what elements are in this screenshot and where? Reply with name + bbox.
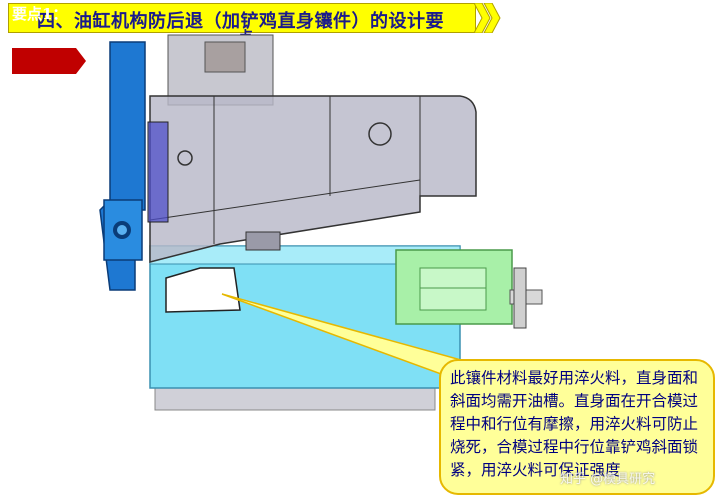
hydraulic-cylinder [395, 249, 513, 325]
watermark: 知乎 @模具研究 [560, 472, 656, 487]
keypoint-badge [12, 48, 86, 74]
slide-title: 四、油缸机构防后退（加铲鸡直身镶件）的设计要 [37, 11, 444, 32]
chevron-arrows-icon [474, 3, 501, 33]
keypoint-label: 要点1： [12, 5, 68, 23]
straight-insert [165, 267, 241, 313]
callout-text: 此镶件材料最好用淬火料，直身面和斜面均需开油槽。直身面在开合模过程中和行位有摩擦… [450, 369, 699, 479]
base-plate-lower [154, 387, 436, 411]
title-bar: 四、油缸机构防后退（加铲鸡直身镶件）的设计要 [8, 3, 476, 33]
slide-body [147, 95, 477, 263]
callout-box [439, 359, 715, 495]
clamp-bracket [99, 41, 146, 291]
cylinder-rod [509, 267, 543, 329]
